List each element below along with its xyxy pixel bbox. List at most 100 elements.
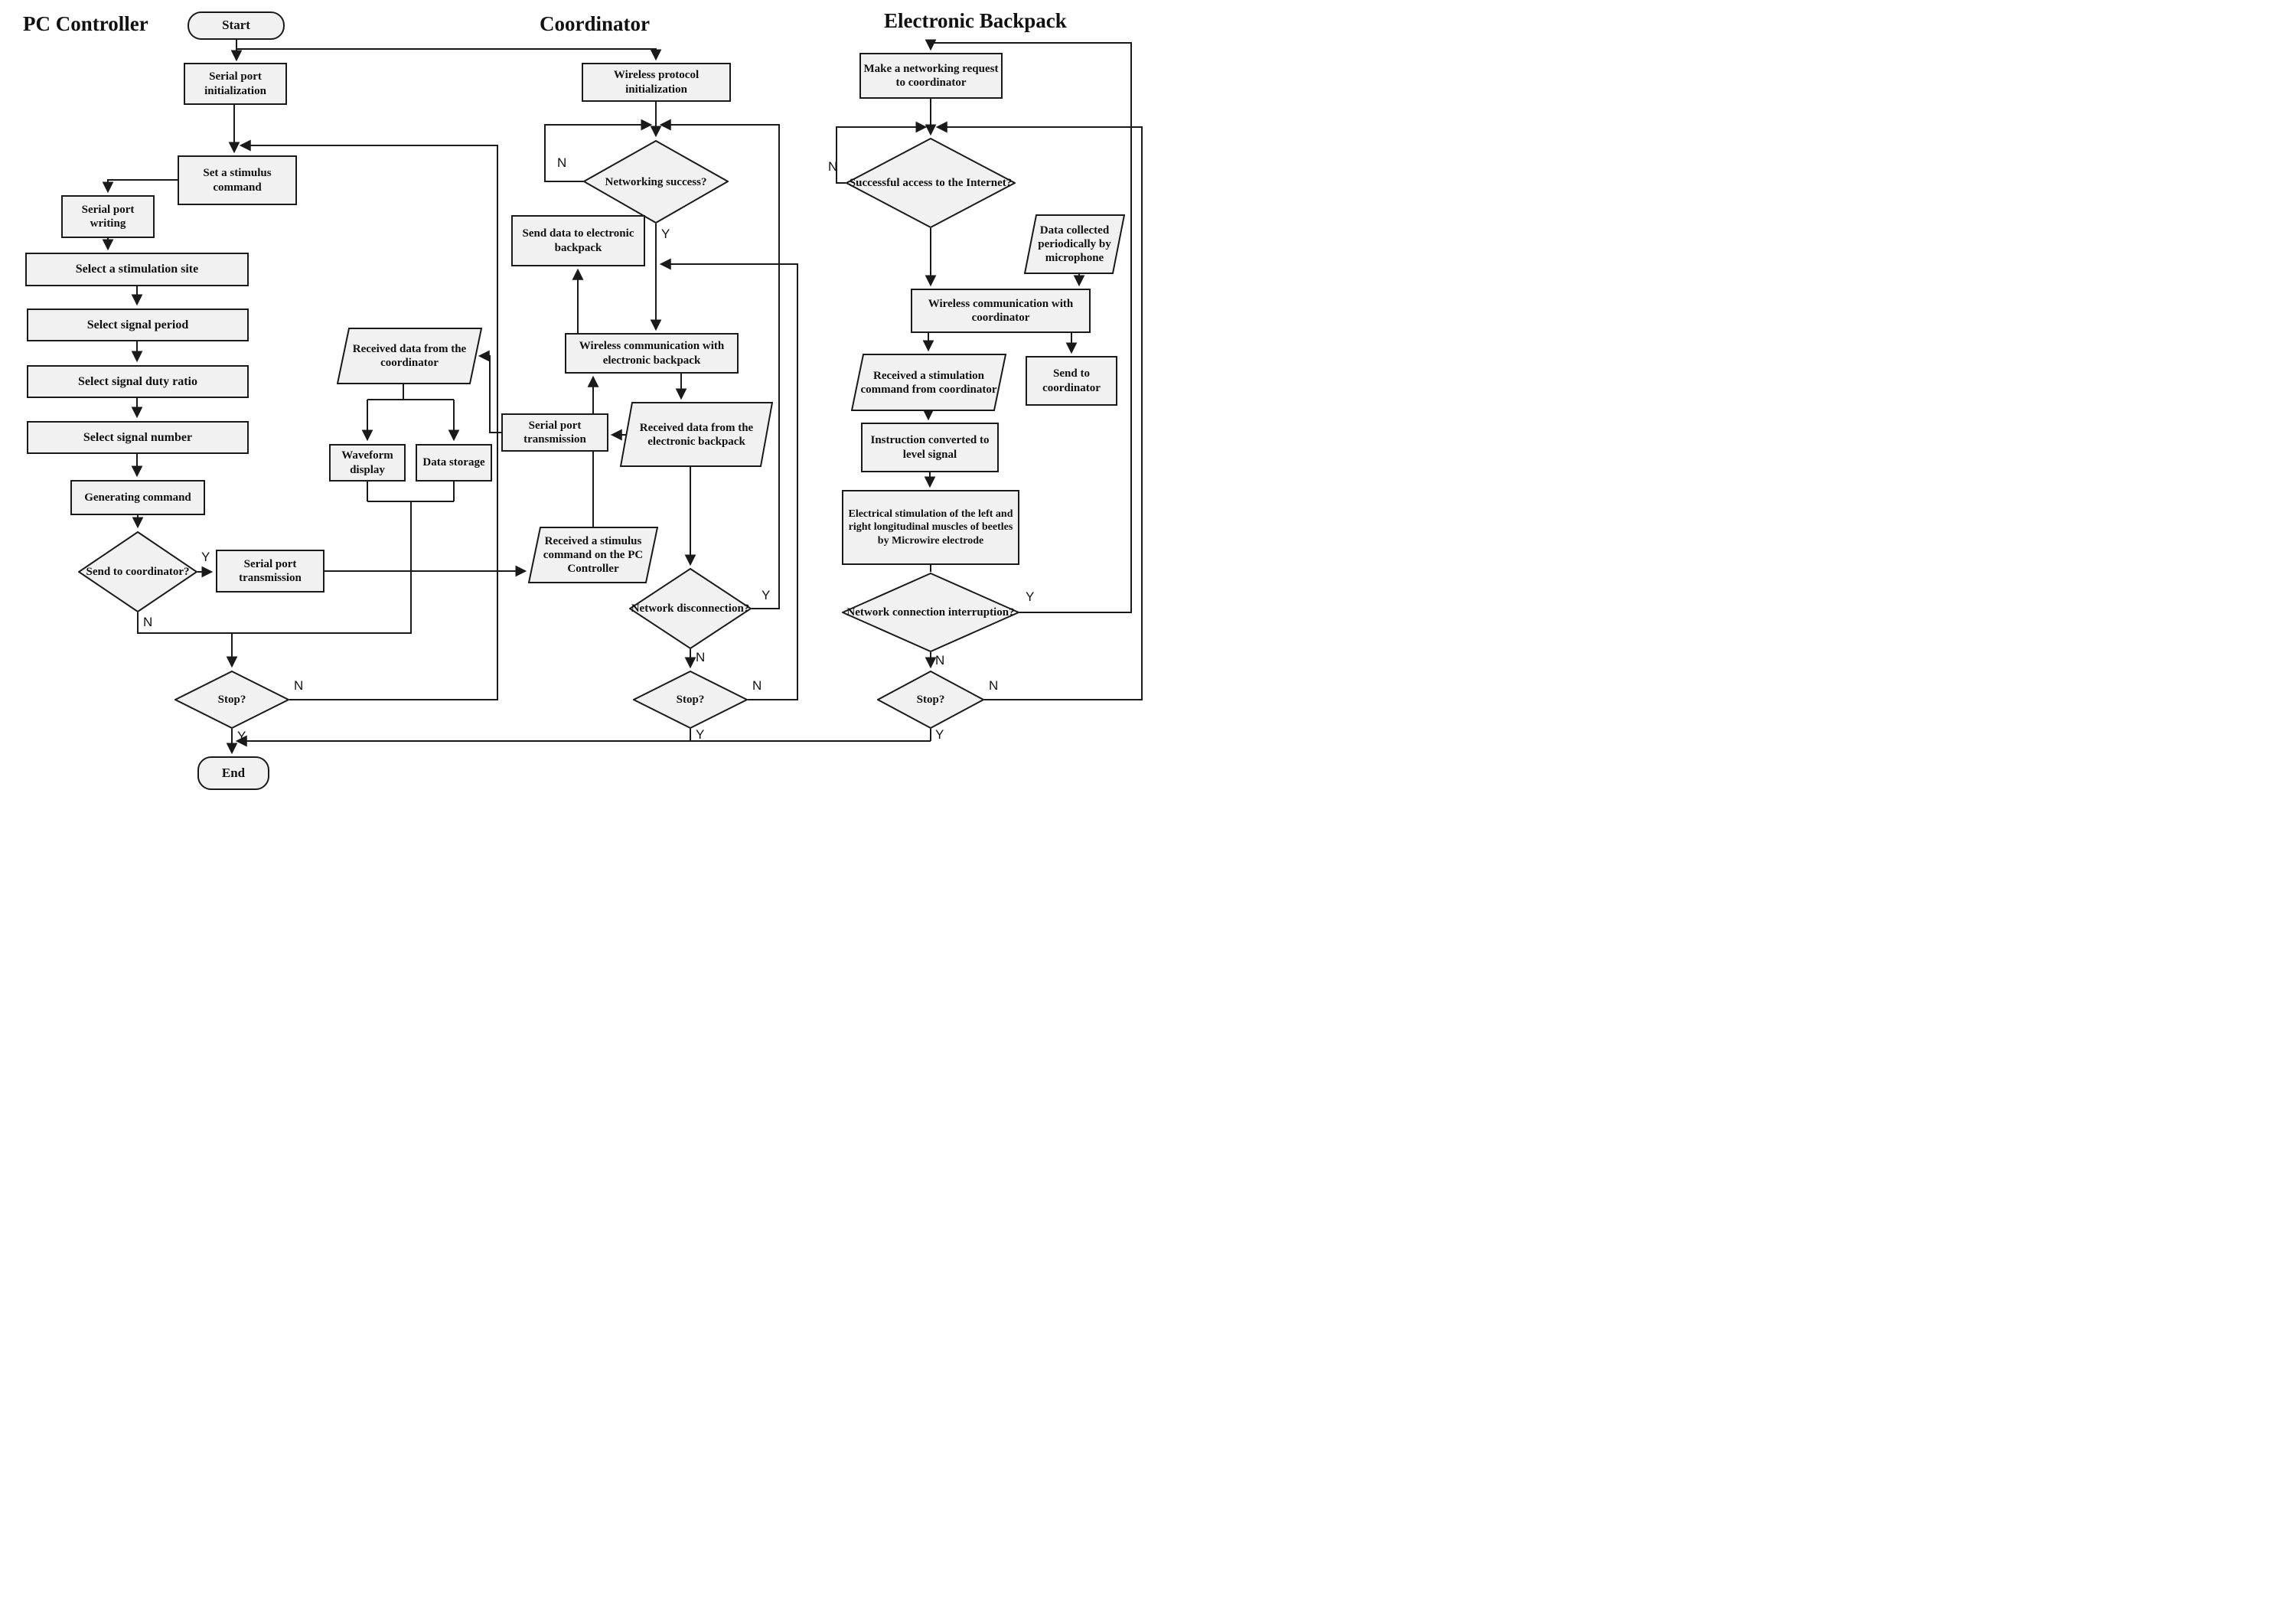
io-data-collected-by-microphone: Data collected periodically by microphon… (1024, 214, 1125, 274)
node-serial-port-transmission-coordinator-label: Serial port transmission (523, 419, 586, 446)
column-title-coordinator: Coordinator (540, 12, 650, 35)
edge-label-yes: Y (237, 729, 246, 743)
parallelogram-shape (1024, 214, 1125, 274)
node-generating-command-label: Generating command (84, 491, 191, 504)
node-select-signal-period: Select signal period (27, 309, 249, 341)
node-serial-port-writing-label: Serial port writing (81, 203, 135, 230)
diamond-shape (174, 671, 289, 729)
node-make-networking-request-label: Make a networking request to coordinator (863, 62, 999, 89)
node-select-a-stimulation-site: Select a stimulation site (25, 253, 249, 286)
node-select-a-stimulation-site-label: Select a stimulation site (75, 263, 199, 276)
decision-stop-backpack: Stop? (877, 671, 984, 729)
node-start-label: Start (222, 18, 250, 33)
node-serial-port-writing: Serial port writing (61, 195, 155, 238)
node-waveform-display-label: Waveform display (341, 449, 393, 476)
flow-connectors (102, 39, 1143, 755)
node-wireless-protocol-initialization-label: Wireless protocol initialization (613, 69, 700, 96)
node-electrical-stimulation-of-muscles: Electrical stimulation of the left and r… (842, 490, 1019, 565)
node-set-a-stimulus-command-label: Set a stimulus command (203, 167, 272, 194)
column-title-electronic-backpack: Electronic Backpack (884, 9, 1067, 32)
decision-successful-internet-access-label: Successful access to the Internet? (849, 177, 1013, 189)
node-send-to-coordinator-box: Send to coordinator (1026, 356, 1117, 406)
diamond-shape (846, 138, 1016, 228)
edge-label-no: N (752, 678, 762, 693)
node-wireless-communication-with-electronic-backpack-label: Wireless communication with electronic b… (579, 340, 725, 367)
decision-network-disconnection-label: Network disconnection? (631, 602, 750, 615)
node-serial-port-transmission-pc-label: Serial port transmission (239, 557, 302, 584)
diamond-shape (877, 671, 984, 729)
decision-stop-pc: Stop? (174, 671, 289, 729)
decision-network-disconnection: Network disconnection? (629, 568, 752, 649)
edge-label-yes: Y (201, 550, 210, 564)
node-generating-command: Generating command (70, 480, 205, 515)
parallelogram-shape (620, 402, 773, 467)
edge-label-no: N (989, 678, 999, 693)
io-received-stimulation-command: Received a stimulation command from coor… (851, 354, 1006, 411)
node-select-signal-duty-ratio: Select signal duty ratio (27, 365, 249, 398)
decision-stop-backpack-label: Stop? (916, 694, 945, 706)
node-wireless-communication-with-electronic-backpack: Wireless communication with electronic b… (565, 333, 739, 374)
diamond-shape (78, 531, 197, 612)
column-title-pc-controller: PC Controller (23, 12, 148, 35)
io-received-stimulation-command-label: Received a stimulation command from coor… (860, 369, 997, 396)
edge-label-yes: Y (696, 727, 705, 742)
edge-label-no: N (557, 155, 567, 170)
diamond-shape (633, 671, 748, 729)
node-select-signal-period-label: Select signal period (86, 318, 189, 331)
io-data-collected-by-microphone-label: Data collected periodically by microphon… (1038, 224, 1111, 264)
decision-send-to-coordinator: Send to coordinator? (78, 531, 197, 612)
diamond-shape (629, 568, 752, 649)
node-data-storage: Data storage (416, 444, 492, 482)
node-make-networking-request: Make a networking request to coordinator (859, 53, 1003, 99)
node-wireless-communication-with-coordinator: Wireless communication with coordinator (911, 289, 1091, 333)
node-data-storage-label: Data storage (422, 456, 485, 469)
node-electrical-stimulation-of-muscles-label: Electrical stimulation of the left and r… (848, 508, 1013, 547)
io-received-data-from-coordinator: Received data from the coordinator (337, 328, 482, 384)
diamond-shape (842, 573, 1019, 652)
io-received-data-from-electronic-backpack-label: Received data from the electronic backpa… (639, 421, 754, 448)
edge-label-yes: Y (762, 588, 771, 602)
edge-label-no: N (143, 615, 153, 629)
node-send-data-to-electronic-backpack: Send data to electronic backpack (511, 215, 645, 266)
node-serial-port-initialization: Serial port initialization (184, 63, 287, 105)
node-wireless-communication-with-coordinator-label: Wireless communication with coordinator (928, 297, 1074, 324)
edge-label-no: N (294, 678, 304, 693)
node-instruction-converted-to-level-signal: Instruction converted to level signal (861, 423, 999, 472)
node-select-signal-number-label: Select signal number (83, 430, 193, 444)
io-received-data-from-electronic-backpack: Received data from the electronic backpa… (620, 402, 773, 467)
decision-stop-coordinator: Stop? (633, 671, 748, 729)
edge-label-no: N (935, 653, 945, 668)
parallelogram-shape (337, 328, 482, 384)
decision-network-connection-interruption-label: Network connection interruption? (846, 606, 1015, 619)
io-received-stimulus-command-pc: Received a stimulus command on the PC Co… (528, 527, 658, 583)
node-select-signal-duty-ratio-label: Select signal duty ratio (78, 374, 197, 388)
edge-label-no: N (828, 159, 838, 174)
decision-stop-pc-label: Stop? (217, 694, 246, 706)
node-send-to-coordinator-box-label: Send to coordinator (1042, 367, 1101, 394)
node-instruction-converted-to-level-signal-label: Instruction converted to level signal (870, 434, 990, 461)
node-set-a-stimulus-command: Set a stimulus command (178, 155, 297, 205)
node-send-data-to-electronic-backpack-label: Send data to electronic backpack (522, 227, 634, 254)
node-serial-port-transmission-pc: Serial port transmission (216, 550, 325, 593)
decision-successful-internet-access: Successful access to the Internet? (846, 138, 1016, 228)
node-serial-port-transmission-coordinator: Serial port transmission (501, 413, 608, 452)
io-received-stimulus-command-pc-label: Received a stimulus command on the PC Co… (543, 535, 644, 575)
node-wireless-protocol-initialization: Wireless protocol initialization (582, 63, 731, 102)
edge-label-yes: Y (1026, 589, 1035, 604)
parallelogram-shape (851, 354, 1006, 411)
decision-network-connection-interruption: Network connection interruption? (842, 573, 1019, 652)
parallelogram-shape (528, 527, 658, 583)
flowchart-canvas: PC Controller Coordinator Electronic Bac… (0, 0, 1148, 802)
node-select-signal-number: Select signal number (27, 421, 249, 454)
decision-networking-success: Networking success? (583, 140, 729, 224)
edge-label-yes: Y (661, 227, 670, 241)
node-waveform-display: Waveform display (329, 444, 406, 482)
decision-networking-success-label: Networking success? (605, 175, 707, 188)
node-end: End (197, 756, 269, 790)
decision-stop-coordinator-label: Stop? (676, 694, 705, 706)
node-end-label: End (221, 765, 246, 780)
edge-label-no: N (696, 650, 706, 664)
node-start: Start (188, 11, 285, 40)
node-serial-port-initialization-label: Serial port initialization (204, 70, 266, 97)
diamond-shape (583, 140, 729, 224)
